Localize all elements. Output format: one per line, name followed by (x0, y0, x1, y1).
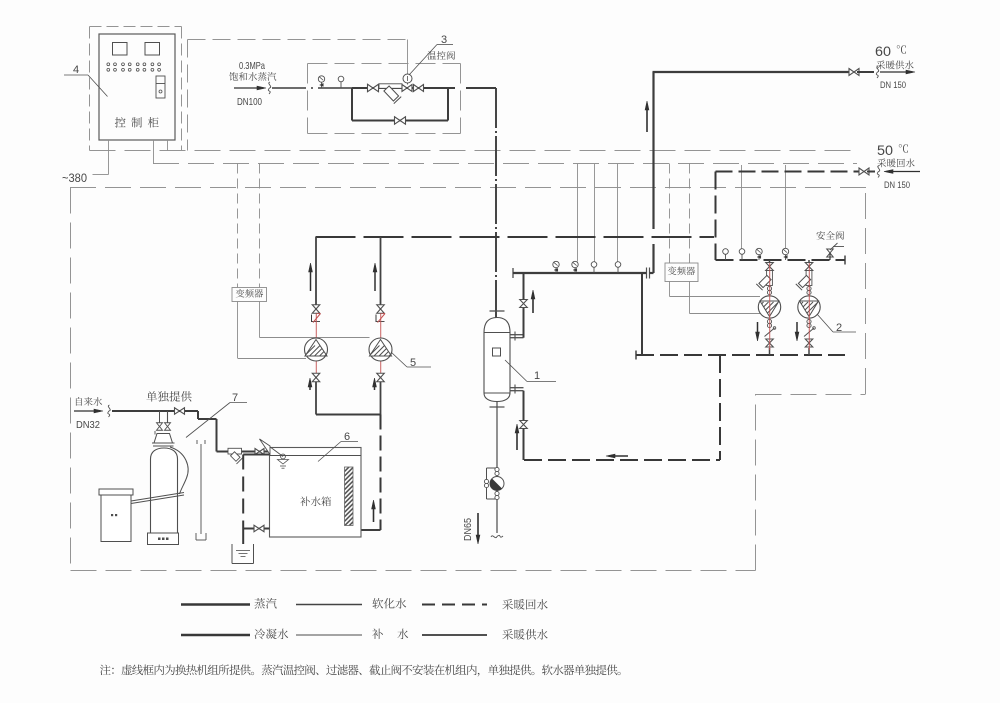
svg-text:~380: ~380 (62, 171, 87, 185)
svg-text:7: 7 (232, 392, 238, 404)
svg-text:DN 150: DN 150 (884, 180, 910, 190)
svg-text:3: 3 (441, 34, 447, 46)
svg-text:6: 6 (344, 431, 350, 443)
svg-text:2: 2 (836, 322, 842, 334)
svg-text:4: 4 (73, 64, 79, 76)
svg-text:1: 1 (534, 370, 540, 382)
svg-text:5: 5 (410, 357, 416, 369)
svg-text:DN100: DN100 (237, 96, 262, 108)
svg-text:0.3MPa: 0.3MPa (239, 60, 265, 72)
svg-text:60: 60 (875, 44, 891, 59)
svg-text:50: 50 (877, 143, 893, 158)
svg-text:DN65: DN65 (462, 518, 474, 541)
svg-text:DN32: DN32 (76, 419, 100, 431)
svg-text:DN 150: DN 150 (880, 80, 906, 90)
